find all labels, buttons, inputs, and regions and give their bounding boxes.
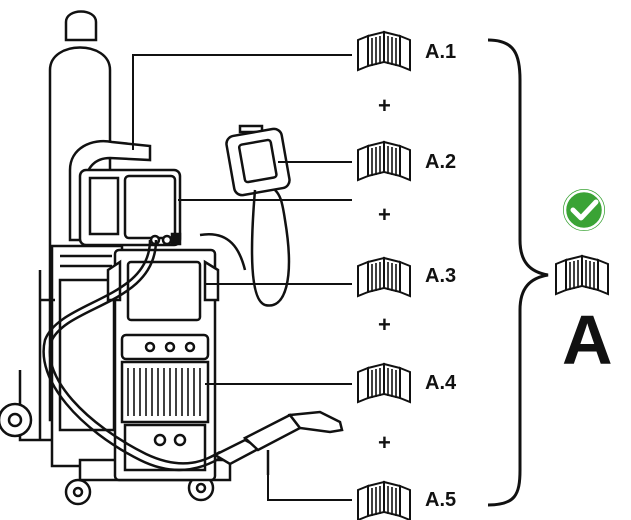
manual-label-a3: A.3: [425, 265, 457, 287]
cables: [42, 189, 291, 472]
curly-brace: [487, 38, 549, 507]
remote-control: [225, 124, 291, 197]
wire-feeder: [68, 139, 182, 247]
plus-sign: +: [378, 430, 391, 455]
result-manual-book-icon: [555, 255, 609, 295]
plus-sign: +: [378, 202, 391, 227]
power-source: [106, 248, 220, 482]
connector-lines: [132, 54, 352, 501]
manual-label-a4: A.4: [425, 372, 457, 394]
manual-label-a5: A.5: [425, 489, 457, 511]
manual-a5-book-icon: [357, 481, 411, 520]
manual-a2-book-icon: [357, 141, 411, 181]
result-label: A: [562, 301, 613, 379]
manual-label-a1: A.1: [425, 41, 457, 63]
manual-a3-book-icon: [357, 257, 411, 297]
manual-label-a2: A.2: [425, 151, 457, 173]
manual-a1-book-icon: [357, 31, 411, 71]
manual-a4-book-icon: [357, 363, 411, 403]
welding-torch: [212, 410, 344, 475]
plus-sign: +: [378, 312, 391, 337]
plus-sign: +: [378, 93, 391, 118]
checkmark-icon: [561, 187, 607, 233]
